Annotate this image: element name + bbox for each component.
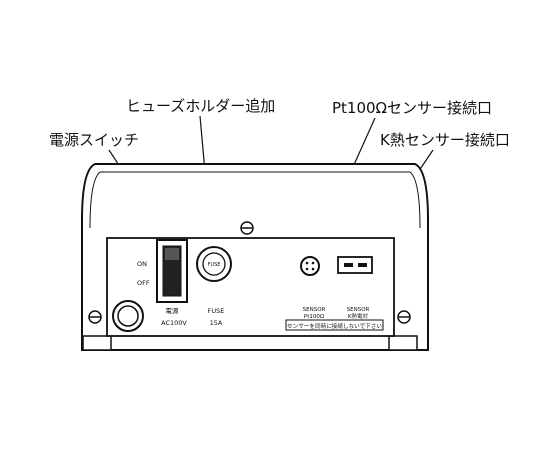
left-panel-screw — [88, 310, 102, 324]
power-label: 電源 — [166, 306, 180, 315]
power-cord-inlet — [112, 300, 144, 332]
right-foot — [388, 335, 418, 351]
fuse-holder[interactable]: FUSE — [196, 246, 232, 282]
power-voltage-label: AC100V — [161, 319, 187, 327]
sensor-type-2: K熱電対 — [348, 312, 369, 320]
k-connector[interactable] — [337, 256, 373, 274]
fuse-holder-callout: ヒューズホルダー追加 — [126, 97, 276, 115]
right-panel-screw — [397, 310, 411, 324]
fuse-label: FUSE — [208, 307, 225, 315]
top-screw — [240, 221, 254, 235]
fuse-cap-text: FUSE — [208, 262, 221, 268]
sensor-type-1: Pt100Ω — [304, 314, 324, 320]
pt100-connector[interactable] — [300, 256, 320, 276]
sensor-label-2: SENSOR — [347, 307, 370, 313]
power-switch-callout: 電源スイッチ — [49, 131, 140, 149]
warning-box — [285, 319, 384, 331]
fuse-rating-label: 15A — [210, 319, 223, 327]
pt100-connector-callout: Pt100Ωセンサー接続口 — [332, 99, 493, 117]
power-switch[interactable] — [156, 239, 188, 303]
switch-on-label: ON — [137, 260, 147, 268]
warning-text: センサーを同時に接続しないで下さい — [287, 322, 382, 330]
sensor-label-1: SENSOR — [303, 307, 326, 313]
switch-off-label: OFF — [137, 279, 150, 287]
k-connector-callout: K熱センサー接続口 — [380, 131, 510, 149]
housing-inner-contour — [89, 171, 421, 229]
left-foot — [82, 335, 112, 351]
